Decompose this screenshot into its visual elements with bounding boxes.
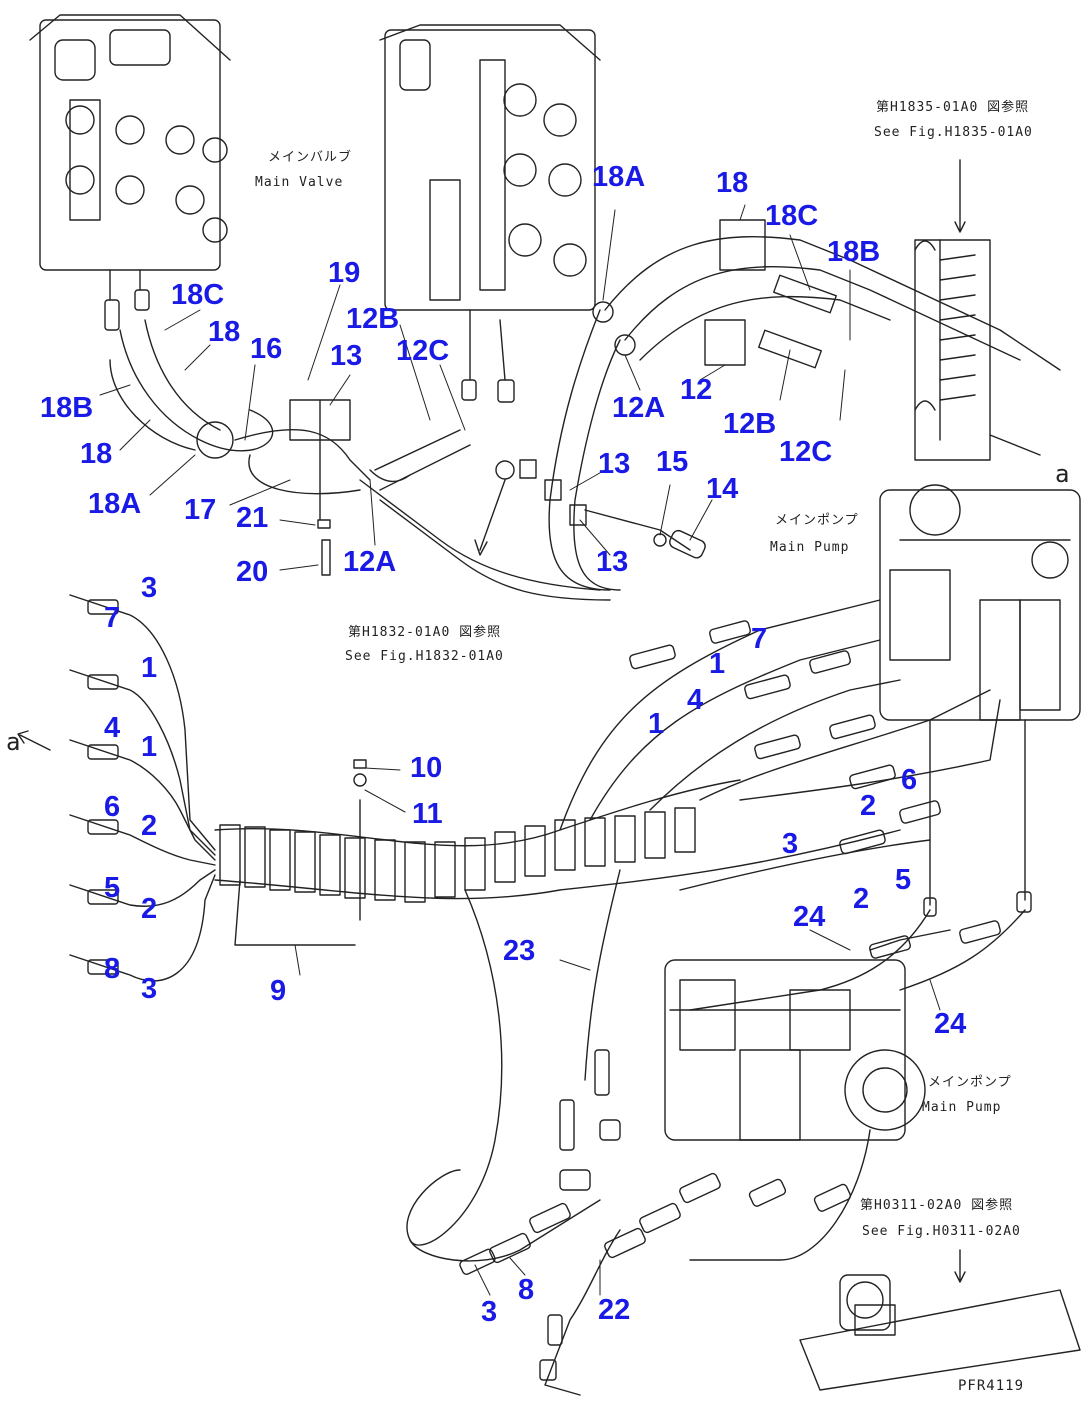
- reference-h0311-jp: 第H0311-02A0 図参照: [860, 1198, 1014, 1213]
- callout-10: 10: [410, 752, 443, 784]
- main-valve-center: [379, 24, 601, 403]
- callout-22: 22: [598, 1294, 631, 1326]
- callout-9: 9: [270, 975, 287, 1007]
- callout-6: 6: [901, 764, 918, 796]
- callout-7: 7: [104, 602, 121, 634]
- callout-12b: 12B: [346, 303, 400, 335]
- callout-1: 1: [141, 731, 158, 763]
- hose-bundle: [214, 759, 901, 946]
- callout-24: 24: [934, 1008, 967, 1040]
- main-pump-lower: [664, 959, 926, 1141]
- callout-17: 17: [184, 494, 217, 526]
- callout-18: 18: [716, 167, 749, 199]
- reference-h1835-en: See Fig.H1835-01A0: [874, 125, 1033, 140]
- pilot-hoses-upper: [109, 219, 1061, 601]
- callout-11: 11: [412, 798, 443, 830]
- reference-h0311-en: See Fig.H0311-02A0: [862, 1224, 1021, 1239]
- callout-18a: 18A: [88, 488, 142, 520]
- pump-hoses-lower: [406, 869, 1026, 1396]
- callout-24: 24: [793, 901, 826, 933]
- callout-13: 13: [596, 546, 629, 578]
- callout-15: 15: [656, 446, 689, 478]
- callout-13: 13: [598, 448, 631, 480]
- main-pump-upper: [879, 484, 1081, 721]
- callout-12c: 12C: [396, 335, 450, 367]
- callout-2: 2: [853, 883, 870, 915]
- callout-21: 21: [236, 502, 269, 534]
- reference-h1832-en: See Fig.H1832-01A0: [345, 649, 504, 664]
- callout-1: 1: [709, 648, 726, 680]
- callout-2: 2: [141, 893, 158, 925]
- callout-18c: 18C: [171, 279, 225, 311]
- callout-2: 2: [141, 810, 158, 842]
- callout-18: 18: [80, 438, 113, 470]
- reference-h1832-jp: 第H1832-01A0 図参照: [348, 625, 502, 640]
- left-hose-ends: [17, 594, 216, 982]
- callout-12c: 12C: [779, 436, 833, 468]
- callout-8: 8: [518, 1274, 535, 1306]
- figure-code: PFR4119: [958, 1378, 1025, 1394]
- main-pump-upper-label-jp: メインポンプ: [775, 513, 859, 528]
- arrow-tag-a-left: a: [6, 728, 21, 756]
- callout-2: 2: [860, 790, 877, 822]
- pump-base: [799, 1249, 1081, 1391]
- pilot-manifold: [914, 159, 1041, 461]
- reference-h1835-jp: 第H1835-01A0 図参照: [876, 100, 1030, 115]
- callout-18b: 18B: [827, 236, 881, 268]
- callout-3: 3: [782, 828, 799, 860]
- callout-18c: 18C: [765, 200, 819, 232]
- arrow-tag-a-right: a: [1055, 460, 1070, 488]
- main-valve-label-en: Main Valve: [255, 175, 344, 190]
- main-valve-left: [29, 14, 231, 331]
- callout-7: 7: [751, 623, 768, 655]
- leader-lines: [99, 204, 941, 1296]
- callout-12a: 12A: [612, 392, 666, 424]
- pump-hoses-upper: [559, 599, 1032, 917]
- callout-4: 4: [687, 684, 704, 716]
- main-valve-label-jp: メインバルブ: [268, 150, 353, 165]
- callout-14: 14: [706, 473, 739, 505]
- callout-12b: 12B: [723, 408, 777, 440]
- callout-18b: 18B: [40, 392, 94, 424]
- callout-8: 8: [104, 953, 121, 985]
- callout-12a: 12A: [343, 546, 397, 578]
- callout-19: 19: [328, 257, 361, 289]
- callout-12: 12: [680, 374, 713, 406]
- callout-3: 3: [141, 973, 158, 1005]
- callout-1: 1: [648, 708, 665, 740]
- callout-5: 5: [104, 872, 121, 904]
- callout-16: 16: [250, 333, 283, 365]
- callout-3: 3: [481, 1296, 498, 1328]
- callout-5: 5: [895, 864, 912, 896]
- callout-23: 23: [503, 935, 536, 967]
- main-pump-lower-label-jp: メインポンプ: [928, 1075, 1012, 1090]
- main-pump-upper-label-en: Main Pump: [770, 540, 850, 555]
- callout-1: 1: [141, 652, 158, 684]
- callout-4: 4: [104, 712, 121, 744]
- callout-3: 3: [141, 572, 158, 604]
- callout-13: 13: [330, 340, 363, 372]
- callout-18a: 18A: [592, 161, 646, 193]
- callout-20: 20: [236, 556, 269, 588]
- callout-6: 6: [104, 791, 121, 823]
- callout-18: 18: [208, 316, 241, 348]
- main-pump-lower-label-en: Main Pump: [922, 1100, 1002, 1115]
